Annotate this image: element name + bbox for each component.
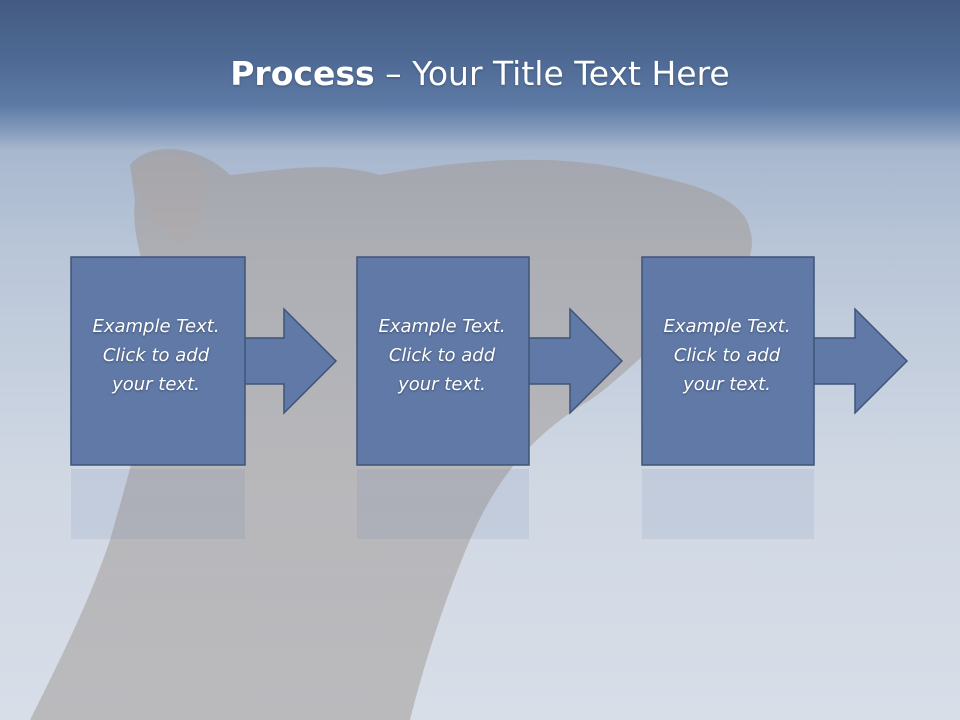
step-1-shape (70, 256, 338, 539)
process-step-3[interactable]: Example Text. Click to add your text. (641, 256, 942, 557)
title-rest: – Your Title Text Here (374, 54, 730, 93)
header-band (0, 0, 960, 150)
step-3-shape (641, 256, 909, 539)
process-step-1[interactable]: Example Text. Click to add your text. (70, 256, 371, 557)
step-1-text[interactable]: Example Text. Click to add your text. (92, 316, 220, 395)
step-3-text[interactable]: Example Text. Click to add your text. (663, 316, 791, 395)
title-bold: Process (230, 54, 375, 93)
step-2-shape (356, 256, 624, 539)
slide-title[interactable]: Process – Your Title Text Here (0, 54, 960, 93)
process-step-2[interactable]: Example Text. Click to add your text. (356, 256, 657, 557)
step-2-text[interactable]: Example Text. Click to add your text. (378, 316, 506, 395)
